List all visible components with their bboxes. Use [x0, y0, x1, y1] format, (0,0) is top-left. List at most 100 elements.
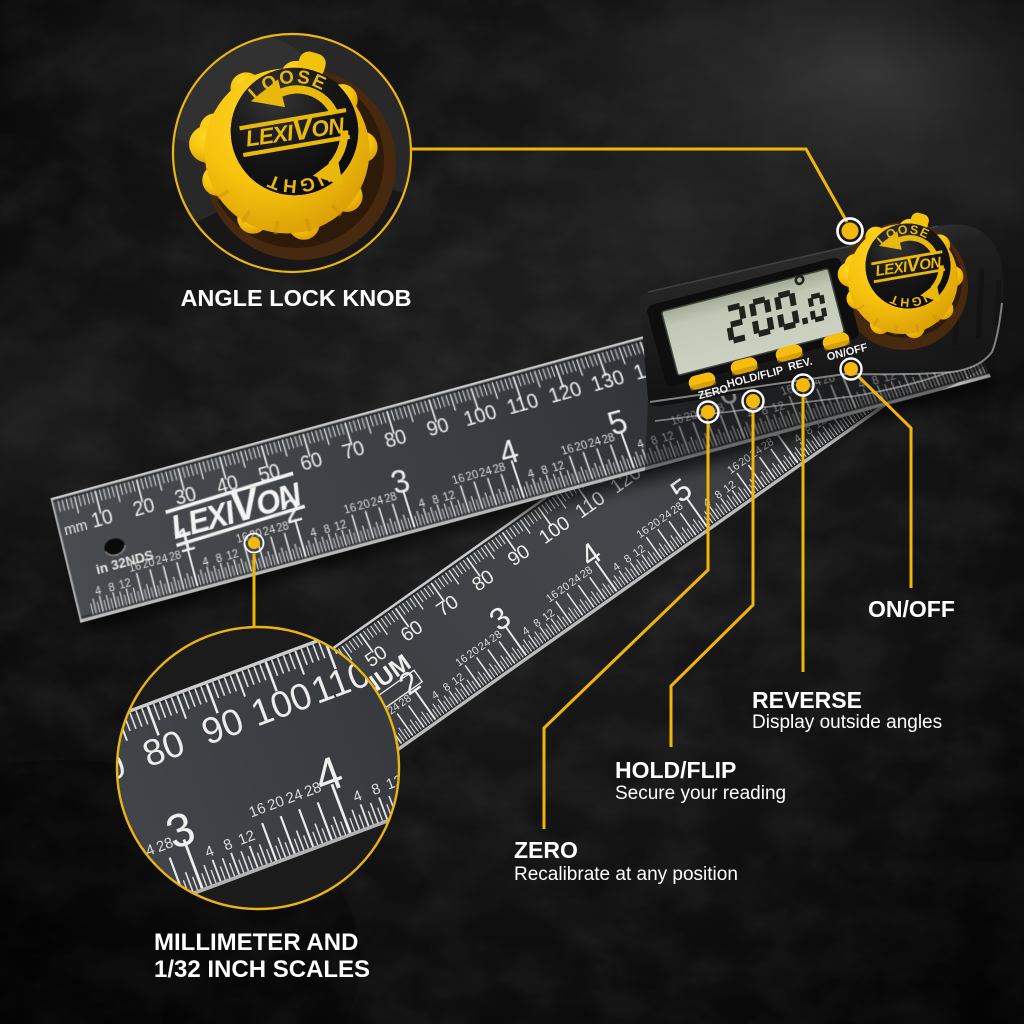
svg-text:4: 4 — [94, 585, 103, 599]
svg-text:28: 28 — [487, 628, 504, 645]
svg-text:28: 28 — [492, 462, 508, 477]
svg-text:28: 28 — [450, 724, 472, 746]
svg-text:4: 4 — [309, 527, 319, 540]
svg-text:Secure your reading: Secure your reading — [615, 783, 786, 804]
svg-text:24: 24 — [432, 730, 454, 752]
svg-text:5: 5 — [455, 690, 498, 749]
svg-text:20: 20 — [141, 557, 156, 572]
svg-text:12: 12 — [551, 460, 567, 475]
svg-text:20: 20 — [130, 493, 156, 521]
svg-text:20: 20 — [646, 516, 663, 533]
svg-text:16: 16 — [451, 473, 467, 488]
svg-text:16: 16 — [560, 443, 576, 458]
svg-text:12: 12 — [442, 489, 458, 504]
svg-text:28: 28 — [759, 436, 776, 453]
svg-text:8: 8 — [215, 553, 224, 567]
svg-text:Display outside angles: Display outside angles — [752, 712, 942, 733]
svg-text:28: 28 — [578, 564, 595, 581]
svg-text:Recalibrate at any position: Recalibrate at any position — [514, 864, 738, 885]
svg-text:20: 20 — [464, 469, 480, 484]
svg-text:10: 10 — [89, 504, 115, 532]
svg-text:16: 16 — [453, 652, 470, 669]
svg-text:4: 4 — [856, 379, 867, 392]
svg-text:4: 4 — [201, 556, 210, 570]
svg-text:4: 4 — [430, 689, 442, 702]
svg-text:16: 16 — [544, 588, 561, 605]
svg-text:16: 16 — [235, 531, 250, 546]
svg-text:24: 24 — [657, 508, 674, 525]
svg-text:20: 20 — [465, 644, 482, 661]
svg-text:24: 24 — [476, 636, 493, 653]
svg-text:8: 8 — [73, 891, 87, 910]
svg-text:20: 20 — [737, 452, 754, 469]
svg-text:8: 8 — [323, 523, 333, 536]
svg-text:12: 12 — [450, 671, 467, 688]
svg-text:mm: mm — [62, 517, 89, 539]
svg-text:16: 16 — [725, 460, 742, 477]
svg-text:12: 12 — [721, 479, 738, 496]
svg-text:4: 4 — [746, 409, 757, 422]
svg-text:20: 20 — [265, 793, 287, 815]
svg-text:20: 20 — [117, 848, 139, 870]
svg-text:28: 28 — [302, 779, 324, 801]
svg-text:24: 24 — [370, 495, 386, 510]
svg-text:4: 4 — [792, 432, 804, 445]
svg-text:8: 8 — [870, 375, 881, 388]
svg-text:8: 8 — [713, 488, 725, 501]
svg-text:60: 60 — [19, 766, 72, 819]
svg-text:12: 12 — [770, 400, 787, 415]
svg-text:12: 12 — [660, 430, 677, 445]
svg-text:24: 24 — [284, 786, 306, 808]
svg-text:12: 12 — [540, 607, 557, 624]
svg-text:12: 12 — [118, 577, 133, 592]
svg-text:8: 8 — [441, 681, 453, 694]
svg-text:MILLIMETER AND: MILLIMETER AND — [154, 929, 358, 956]
svg-text:1/32 INCH SCALES: 1/32 INCH SCALES — [154, 956, 370, 983]
svg-text:16: 16 — [247, 800, 269, 822]
svg-text:8: 8 — [803, 424, 815, 437]
svg-text:20: 20 — [573, 439, 589, 454]
svg-text:REVERSE: REVERSE — [752, 687, 862, 713]
svg-text:12: 12 — [236, 827, 258, 849]
svg-text:8: 8 — [760, 405, 771, 418]
svg-text:20: 20 — [413, 737, 435, 759]
svg-text:12: 12 — [812, 415, 829, 432]
svg-text:4: 4 — [611, 561, 623, 574]
svg-text:4: 4 — [520, 625, 532, 638]
svg-text:28: 28 — [168, 549, 183, 564]
svg-text:ZERO: ZERO — [514, 837, 578, 863]
svg-text:16: 16 — [343, 502, 359, 517]
svg-text:24: 24 — [587, 436, 603, 451]
svg-text:ON/OFF: ON/OFF — [868, 596, 955, 622]
svg-text:24: 24 — [478, 465, 494, 480]
svg-text:4: 4 — [526, 468, 536, 481]
svg-text:28: 28 — [601, 432, 617, 447]
svg-text:4: 4 — [636, 438, 646, 451]
svg-text:28: 28 — [669, 500, 686, 517]
svg-text:4: 4 — [55, 898, 69, 917]
svg-text:2: 2 — [11, 856, 54, 915]
svg-text:12: 12 — [225, 548, 240, 563]
svg-text:8: 8 — [531, 617, 543, 630]
svg-text:16: 16 — [128, 560, 143, 575]
svg-text:24: 24 — [155, 553, 170, 568]
svg-text:4: 4 — [417, 498, 427, 511]
svg-text:20: 20 — [555, 580, 572, 597]
svg-text:24: 24 — [567, 572, 584, 589]
svg-text:30: 30 — [172, 482, 199, 510]
svg-text:28: 28 — [275, 520, 290, 535]
svg-text:16: 16 — [99, 855, 121, 877]
svg-text:8: 8 — [650, 435, 661, 448]
svg-text:8: 8 — [107, 582, 116, 596]
svg-text:HOLD/FLIP: HOLD/FLIP — [615, 757, 736, 783]
svg-text:28: 28 — [383, 491, 399, 506]
svg-text:12: 12 — [384, 772, 406, 794]
svg-text:120: 120 — [363, 630, 435, 690]
svg-text:8: 8 — [622, 553, 634, 566]
svg-text:20: 20 — [356, 498, 372, 513]
svg-text:ANGLE LOCK KNOB: ANGLE LOCK KNOB — [180, 285, 411, 311]
svg-text:16: 16 — [635, 524, 652, 541]
svg-text:16: 16 — [395, 744, 417, 766]
svg-text:12: 12 — [88, 882, 110, 904]
svg-text:24: 24 — [262, 524, 277, 539]
